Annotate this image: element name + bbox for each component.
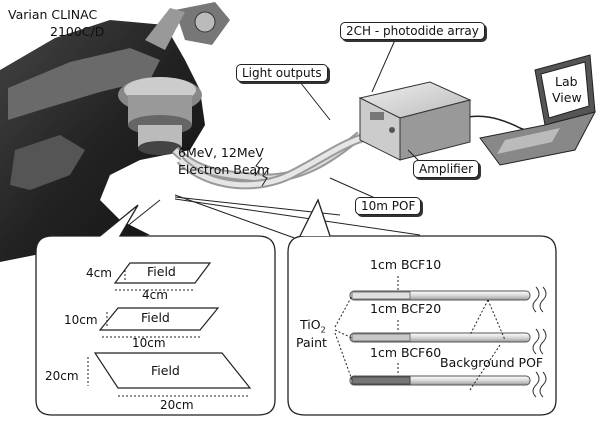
linac-name-line1: Varian CLINAC <box>8 8 97 22</box>
pof-callout: 10m POF <box>355 197 421 215</box>
paint-label: Paint <box>296 336 327 350</box>
amplifier-box <box>360 82 470 160</box>
fiber-2-label: 1cm BCF20 <box>370 302 441 316</box>
fiber-1-label: 1cm BCF10 <box>370 258 441 272</box>
amplifier-callout: Amplifier <box>413 160 479 178</box>
fiber-3 <box>350 376 530 385</box>
fiber-1 <box>350 291 530 300</box>
background-pof-label: Background POF <box>440 356 543 370</box>
linac-name-line2: 2100C/D <box>50 25 104 39</box>
field-10cm-side: 10cm <box>64 313 98 327</box>
field-4cm-side: 4cm <box>86 266 112 280</box>
field-4cm-bottom: 4cm <box>142 288 168 302</box>
field-4cm-label: Field <box>147 265 176 279</box>
laptop-label-line2: View <box>552 91 582 105</box>
laptop <box>480 55 595 165</box>
field-10cm-label: Field <box>141 311 170 325</box>
fiber-3-label: 1cm BCF60 <box>370 346 441 360</box>
field-20cm-side: 20cm <box>45 369 79 383</box>
field-10cm-bottom: 10cm <box>132 336 166 350</box>
tio2-text: TiO <box>300 317 321 332</box>
fibers-drawing <box>335 276 546 397</box>
field-20cm-bottom: 20cm <box>160 398 194 412</box>
photodiode-callout: 2CH - photodide array <box>340 22 485 40</box>
field-20cm-label: Field <box>151 364 180 378</box>
beam-type-label: Electron Beam <box>178 163 269 177</box>
laptop-label-line1: Lab <box>555 75 578 89</box>
tio2-subscript: 2 <box>321 326 326 335</box>
beam-energy-label: 6MeV, 12MeV <box>178 146 264 160</box>
light-outputs-callout: Light outputs <box>236 64 328 82</box>
